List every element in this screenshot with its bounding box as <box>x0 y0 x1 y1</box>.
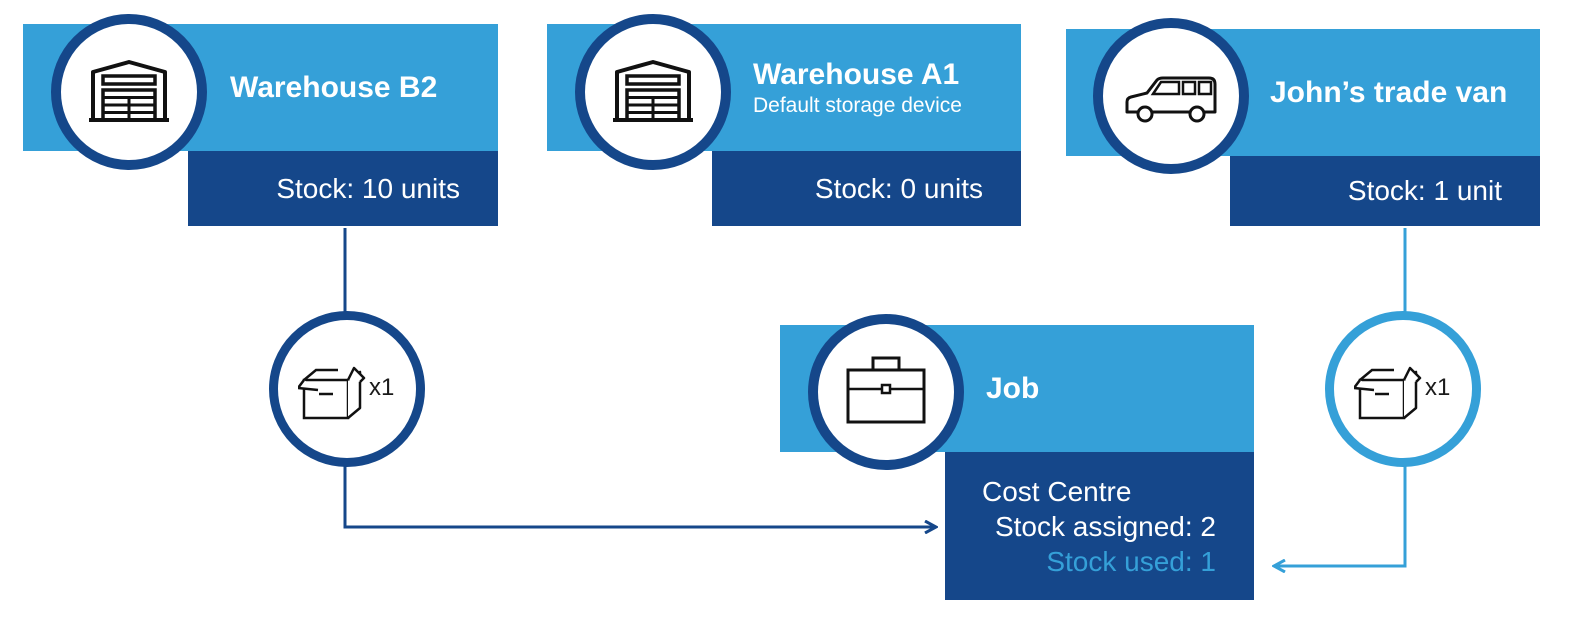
node-title: Warehouse A1 <box>753 58 960 91</box>
warehouse-icon <box>613 60 693 122</box>
stock-assigned: Stock assigned: 2 <box>994 511 1216 542</box>
box-icon <box>1354 366 1422 420</box>
transfer-b2-circle: x1 <box>269 311 425 467</box>
stock-used: Stock used: 1 <box>1046 546 1216 577</box>
stock-count: Stock: 1 unit <box>1230 156 1540 226</box>
connector-b2-to-job <box>343 228 936 527</box>
cost-centre-panel: Cost Centre Stock assigned: 2 Stock used… <box>945 452 1254 600</box>
node-icon-circle <box>51 14 207 170</box>
node-title: Warehouse B2 <box>230 71 438 104</box>
node-icon-circle <box>808 314 964 470</box>
node-title: Job <box>986 372 1040 405</box>
van-icon <box>1125 76 1217 123</box>
transfer-van-circle: x1 <box>1325 311 1481 467</box>
transfer-quantity: x1 <box>369 374 395 401</box>
node-title: John’s trade van <box>1270 76 1508 109</box>
node-icon-circle <box>575 14 731 170</box>
warehouse-icon <box>89 60 169 122</box>
briefcase-icon <box>846 356 926 424</box>
box-icon <box>298 366 366 420</box>
connector-van-to-job <box>1274 228 1407 566</box>
node-subtitle: Default storage device <box>753 94 962 117</box>
transfer-quantity: x1 <box>1425 374 1451 401</box>
stock-count: Stock: 0 units <box>712 151 1021 226</box>
cost-centre-label: Cost Centre <box>982 476 1132 507</box>
stock-count: Stock: 10 units <box>188 151 498 226</box>
node-icon-circle <box>1093 18 1249 174</box>
